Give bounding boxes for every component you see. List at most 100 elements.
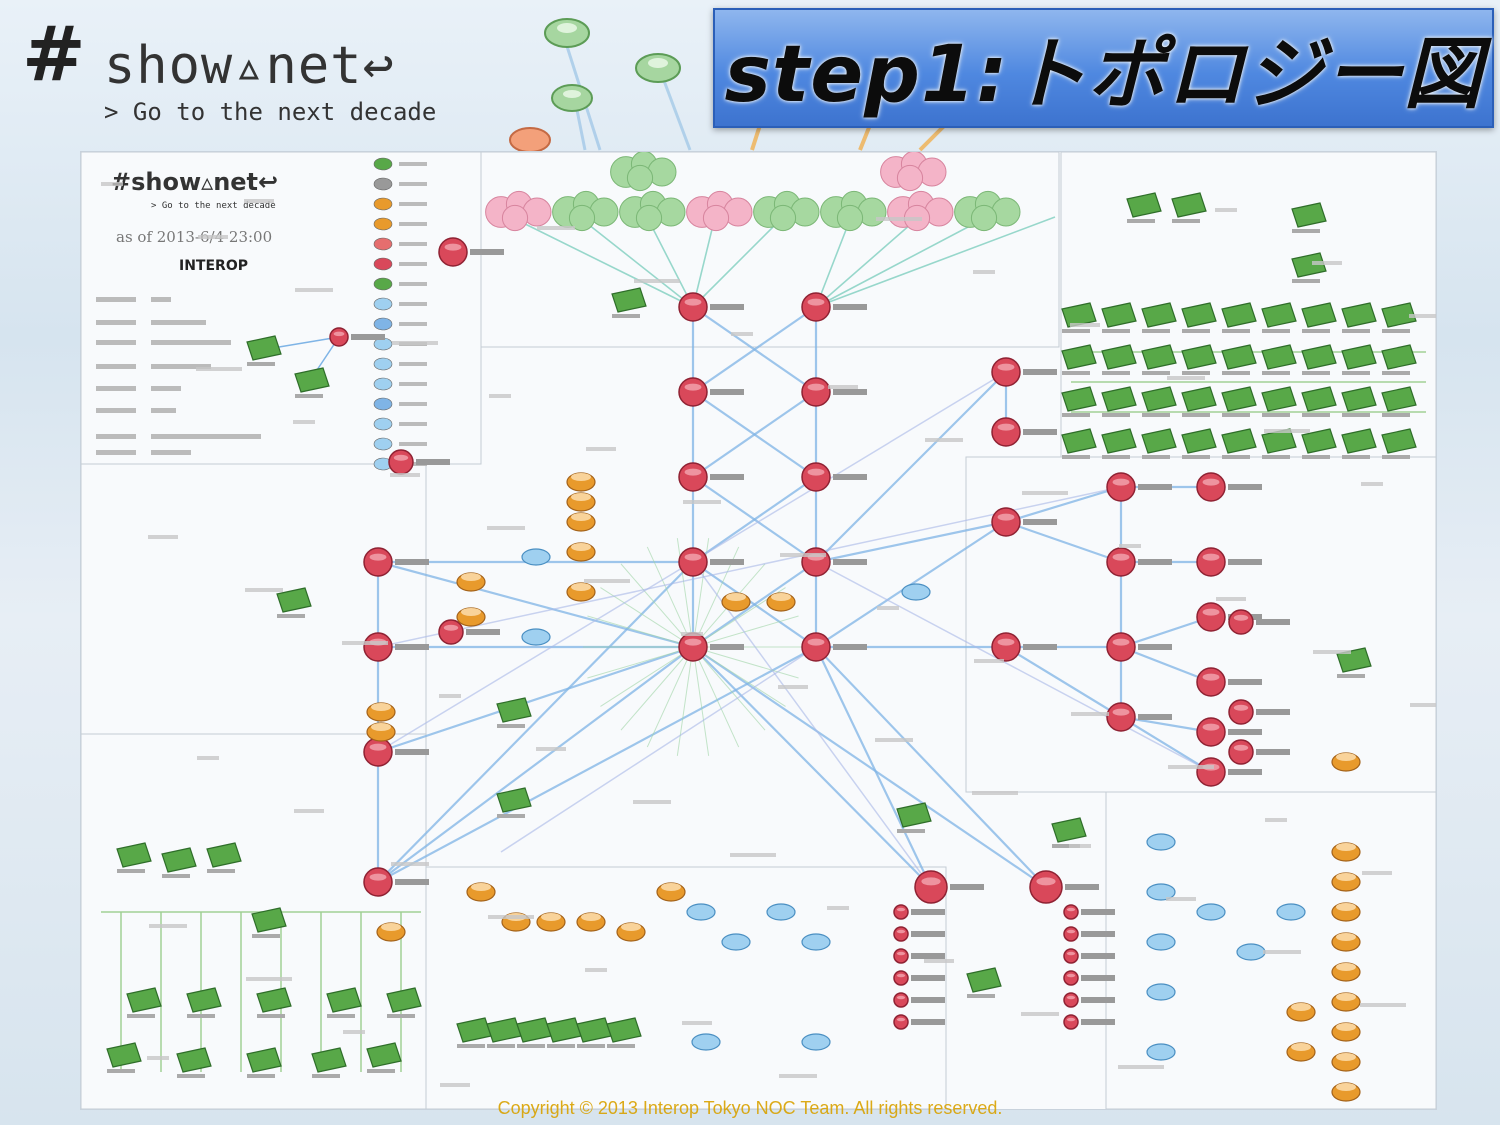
legend-label-bar bbox=[399, 202, 427, 206]
router-icon bbox=[388, 449, 450, 475]
access-switch-icon bbox=[1061, 344, 1097, 375]
server-icon bbox=[456, 607, 486, 627]
switch-icon bbox=[576, 1017, 612, 1048]
node-label-bar bbox=[1167, 376, 1205, 380]
access-switch-icon bbox=[1381, 302, 1417, 333]
server-icon bbox=[1331, 842, 1361, 862]
node-label-bar bbox=[343, 1030, 365, 1034]
l3-switch-icon bbox=[1146, 833, 1176, 851]
router-icon bbox=[1196, 717, 1262, 747]
access-switch-icon bbox=[1301, 344, 1337, 375]
router-stack-icon bbox=[893, 904, 945, 920]
node-label-bar bbox=[585, 968, 607, 972]
node-label-bar bbox=[780, 553, 826, 557]
node-label-bar bbox=[148, 535, 178, 539]
l3-switch-icon bbox=[521, 628, 551, 646]
l3-switch-icon bbox=[766, 903, 796, 921]
server-icon bbox=[566, 582, 596, 602]
node-label-bar bbox=[681, 632, 703, 636]
node-label-bar bbox=[1362, 871, 1392, 875]
cloud-icon bbox=[552, 190, 619, 232]
node-label-bar bbox=[1069, 844, 1091, 848]
switch-icon bbox=[386, 987, 422, 1018]
router-stack-icon bbox=[893, 926, 945, 942]
bottom-center-panel bbox=[425, 866, 947, 1109]
legend-icon bbox=[373, 317, 393, 331]
router-icon bbox=[363, 737, 429, 767]
node-label-bar bbox=[778, 685, 808, 689]
node-label-bar bbox=[973, 270, 995, 274]
uplink-line bbox=[815, 216, 920, 308]
spoke-line bbox=[692, 646, 799, 679]
switch-icon bbox=[611, 287, 647, 318]
node-label-bar bbox=[101, 182, 123, 186]
link-line bbox=[377, 646, 817, 883]
node-label-bar bbox=[682, 1021, 712, 1025]
spoke-line bbox=[676, 646, 694, 756]
server-icon bbox=[576, 912, 606, 932]
router-icon bbox=[1196, 547, 1262, 577]
router-stack-icon bbox=[893, 970, 945, 986]
spoke-line bbox=[692, 615, 799, 648]
router-icon bbox=[1228, 699, 1290, 725]
router-stack-icon bbox=[1063, 1014, 1115, 1030]
router-icon bbox=[801, 377, 867, 407]
access-switch-icon bbox=[1261, 344, 1297, 375]
node-label-bar bbox=[244, 199, 274, 203]
spoke-line bbox=[692, 646, 740, 748]
link-line bbox=[692, 391, 817, 478]
router-icon bbox=[801, 292, 867, 322]
cloud-icon bbox=[753, 190, 820, 232]
access-switch-icon bbox=[1381, 386, 1417, 417]
node-label-bar bbox=[1263, 950, 1301, 954]
legend-label-bar bbox=[399, 422, 427, 426]
node-label-bar bbox=[391, 862, 429, 866]
link-line bbox=[815, 520, 1007, 564]
l3-switch-icon bbox=[521, 548, 551, 566]
uplink-line bbox=[578, 216, 694, 308]
link-line bbox=[692, 561, 817, 648]
l3-switch-icon bbox=[691, 1033, 721, 1051]
node-label-bar bbox=[489, 394, 511, 398]
node-label-bar bbox=[584, 579, 630, 583]
link-line bbox=[1005, 646, 1122, 718]
server-icon bbox=[1331, 932, 1361, 952]
router-stack-icon bbox=[1063, 992, 1115, 1008]
router-stack-icon bbox=[1063, 948, 1115, 964]
access-switch-icon bbox=[1381, 428, 1417, 459]
link-line bbox=[1120, 715, 1212, 734]
legend-label-bar bbox=[399, 362, 427, 366]
router-icon bbox=[1196, 757, 1262, 787]
link-line bbox=[815, 371, 1007, 563]
uplink-line bbox=[646, 216, 694, 308]
switch-icon bbox=[516, 1017, 552, 1048]
router-icon bbox=[678, 632, 744, 662]
uplink-line bbox=[692, 216, 716, 308]
server-icon bbox=[456, 572, 486, 592]
green-node-icon bbox=[551, 84, 593, 112]
access-switch-icon bbox=[1141, 344, 1177, 375]
router-icon bbox=[438, 237, 504, 267]
node-label-bar bbox=[876, 217, 922, 221]
switch-icon bbox=[161, 847, 197, 878]
logo-text: show▵net↩ bbox=[104, 36, 395, 96]
router-icon bbox=[1196, 472, 1262, 502]
node-label-bar bbox=[634, 279, 680, 283]
switch-icon bbox=[186, 987, 222, 1018]
switch-icon bbox=[1171, 192, 1207, 223]
router-icon bbox=[438, 619, 500, 645]
router-icon bbox=[1228, 609, 1290, 635]
access-switch-icon bbox=[1341, 428, 1377, 459]
link-line bbox=[692, 306, 817, 393]
node-label-bar bbox=[1360, 1003, 1406, 1007]
router-icon bbox=[991, 507, 1057, 537]
link-line bbox=[1005, 485, 1122, 524]
node-label-bar bbox=[731, 332, 753, 336]
legend-icon bbox=[373, 397, 393, 411]
access-switch-icon bbox=[1301, 428, 1337, 459]
access-switch-icon bbox=[1181, 302, 1217, 333]
access-switch-icon bbox=[1341, 386, 1377, 417]
peer-clouds bbox=[485, 152, 1021, 232]
node-label-bar bbox=[1216, 597, 1246, 601]
left-region-panel bbox=[81, 463, 427, 735]
